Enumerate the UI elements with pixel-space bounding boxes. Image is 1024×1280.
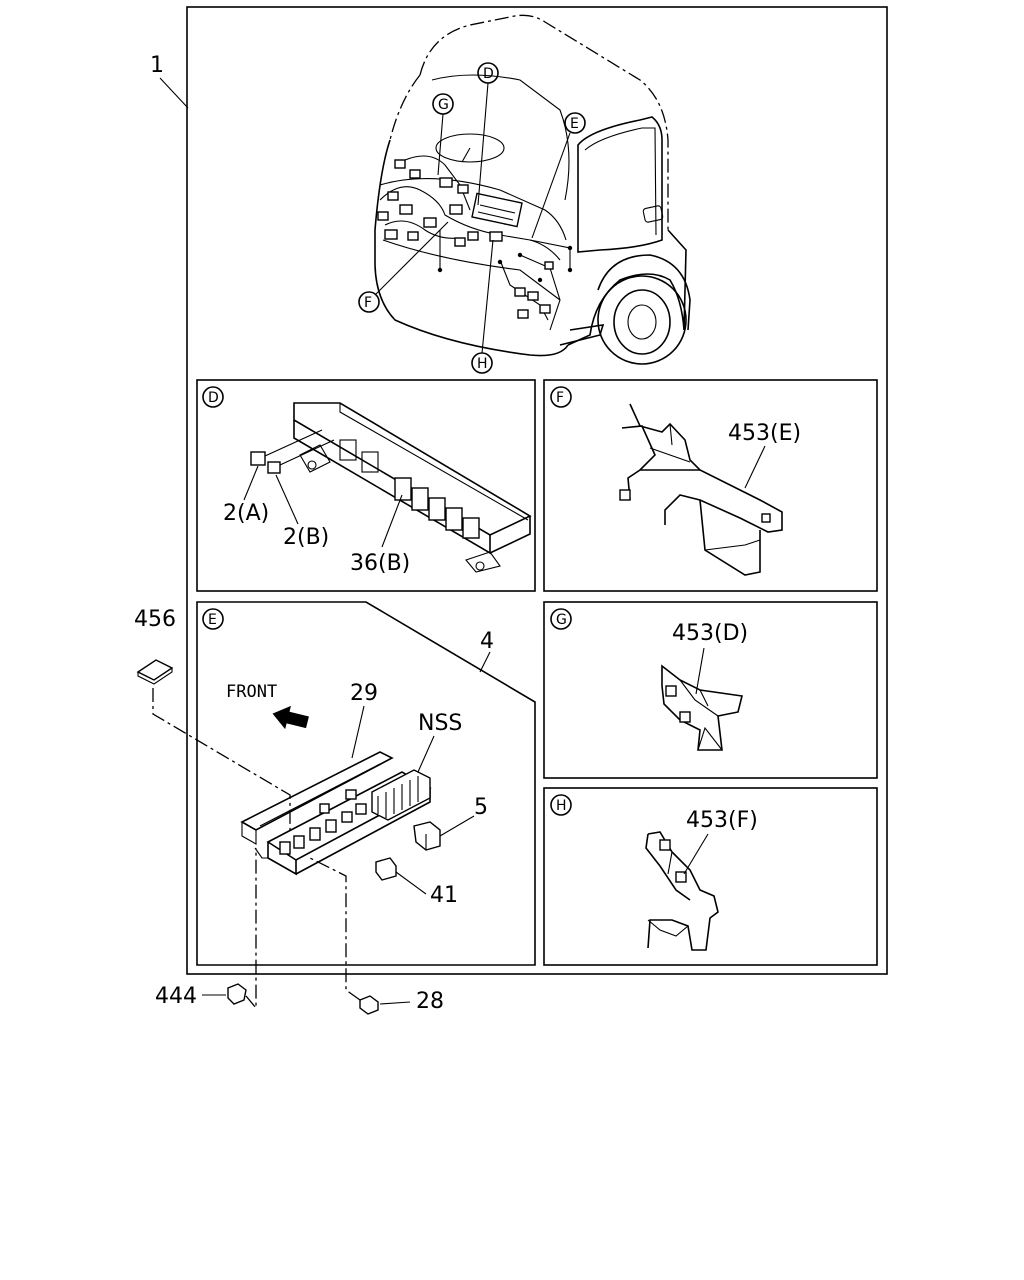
panel-D bbox=[196, 379, 536, 592]
leader-2A bbox=[243, 465, 259, 501]
nut-444-illustration bbox=[227, 983, 247, 1005]
pad-456-leader bbox=[152, 688, 291, 830]
harness-453E-illustration bbox=[619, 403, 783, 576]
svg-text:F: F bbox=[364, 295, 372, 311]
callout-E-cab: E bbox=[531, 112, 586, 239]
svg-text:E: E bbox=[208, 612, 217, 628]
bolt-28-illustration bbox=[359, 995, 379, 1015]
leader-453F bbox=[683, 833, 709, 875]
leader-41 bbox=[395, 871, 427, 895]
panel-E bbox=[196, 601, 536, 966]
svg-text:G: G bbox=[438, 97, 449, 113]
label-4: 4 bbox=[480, 629, 494, 654]
svg-text:E: E bbox=[570, 116, 579, 132]
label-2A: 2(A) bbox=[223, 501, 269, 526]
front-arrow-icon bbox=[272, 705, 309, 730]
clip-41-illustration bbox=[375, 857, 397, 881]
truck-cab-illustration bbox=[374, 14, 691, 365]
label-1: 1 bbox=[150, 53, 164, 78]
label-444: 444 bbox=[155, 984, 197, 1009]
label-5: 5 bbox=[474, 795, 488, 820]
leader-1 bbox=[159, 77, 189, 109]
panel-F bbox=[543, 379, 878, 592]
leader-4 bbox=[479, 651, 491, 673]
svg-text:H: H bbox=[477, 356, 488, 372]
label-2B: 2(B) bbox=[283, 525, 329, 550]
label-28: 28 bbox=[416, 989, 444, 1014]
relay-5-illustration bbox=[413, 821, 441, 851]
panel-H bbox=[543, 787, 878, 966]
svg-text:G: G bbox=[556, 612, 567, 628]
label-36B: 36(B) bbox=[350, 551, 410, 576]
svg-text:F: F bbox=[556, 390, 564, 406]
label-29: 29 bbox=[350, 681, 378, 706]
outer-frame bbox=[186, 6, 888, 975]
callout-F-cab: F bbox=[358, 221, 449, 313]
panel-H-callout: H bbox=[550, 794, 572, 816]
label-41: 41 bbox=[430, 883, 458, 908]
leader-5 bbox=[439, 815, 475, 837]
nut-444-leader bbox=[245, 848, 257, 1010]
callout-H-cab: H bbox=[471, 239, 494, 374]
callout-D-cab: D bbox=[477, 62, 499, 206]
bolt-28-leader bbox=[309, 857, 361, 1001]
panel-E-callout: E bbox=[202, 608, 224, 630]
label-453E: 453(E) bbox=[728, 421, 801, 446]
leader-453E bbox=[744, 445, 766, 489]
harness-453D-illustration bbox=[661, 664, 743, 751]
callout-G-cab: G bbox=[432, 93, 454, 176]
panel-G-callout: G bbox=[550, 608, 572, 630]
svg-text:D: D bbox=[208, 390, 219, 406]
panel-D-callout: D bbox=[202, 386, 224, 408]
panel-G bbox=[543, 601, 878, 779]
label-nss: NSS bbox=[418, 711, 462, 736]
leader-nss bbox=[417, 735, 435, 773]
harness-453F-illustration bbox=[645, 831, 719, 951]
label-453F: 453(F) bbox=[686, 808, 758, 833]
label-456: 456 bbox=[134, 607, 176, 632]
panel-F-callout: F bbox=[550, 386, 572, 408]
leader-2B bbox=[275, 474, 299, 525]
leader-36B bbox=[381, 494, 403, 548]
leader-453D bbox=[695, 647, 705, 695]
leader-29 bbox=[351, 705, 365, 759]
fuse-box-illustration bbox=[240, 751, 432, 876]
label-front: FRONT bbox=[226, 682, 277, 702]
svg-text:D: D bbox=[483, 66, 494, 82]
svg-text:H: H bbox=[556, 798, 567, 814]
label-453D: 453(D) bbox=[672, 621, 748, 646]
relay-block-illustration bbox=[250, 402, 532, 573]
pad-456-illustration bbox=[136, 659, 174, 681]
